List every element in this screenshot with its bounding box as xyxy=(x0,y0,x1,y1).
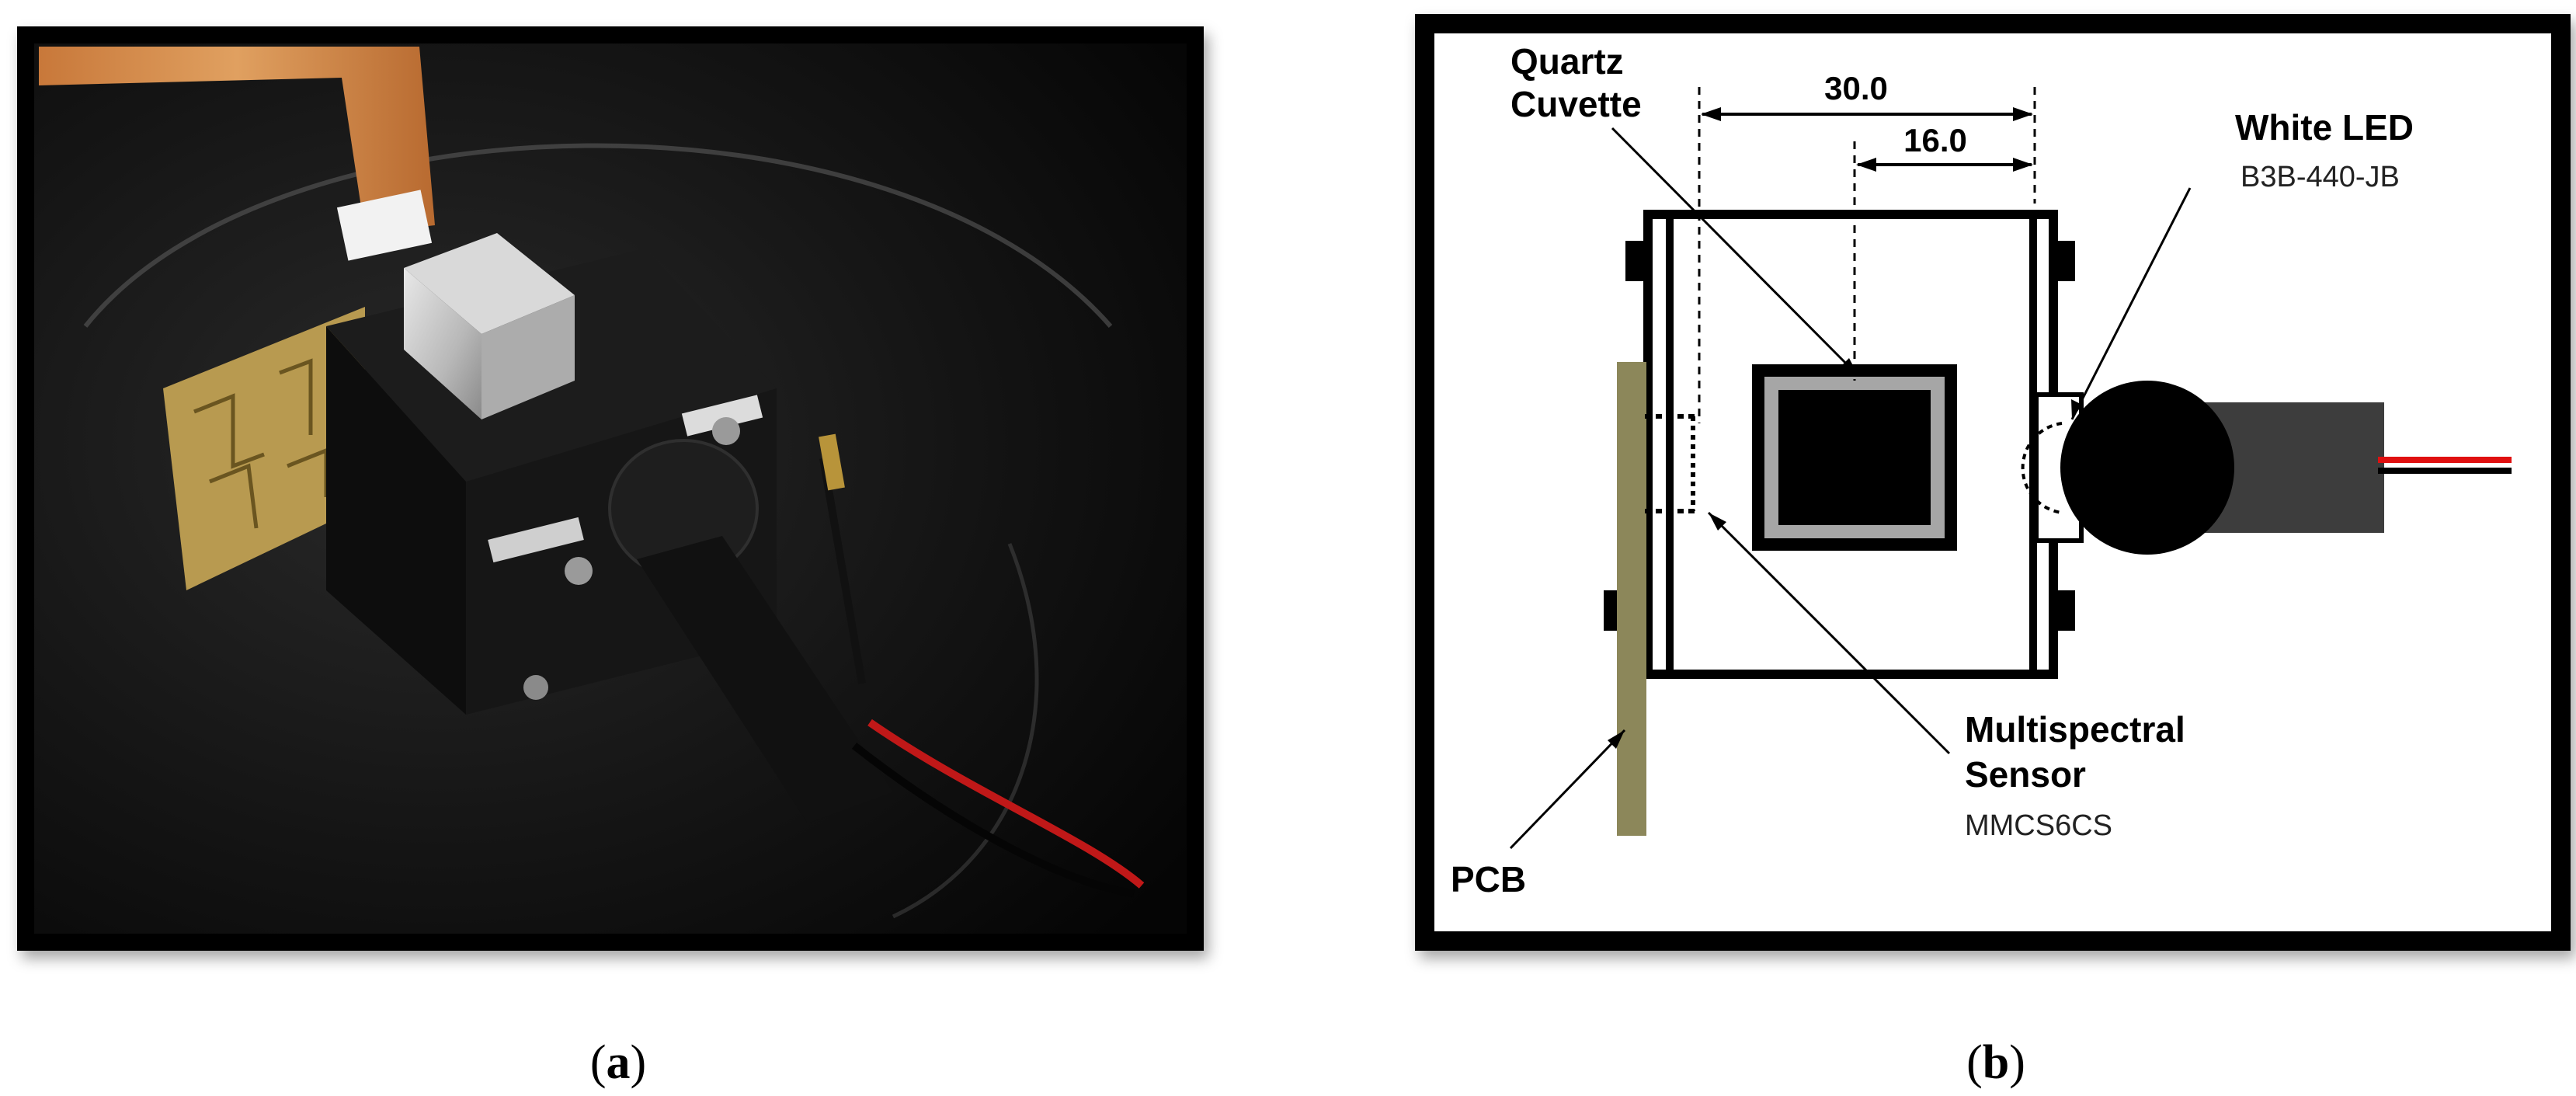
label-pcb: PCB xyxy=(1451,859,1526,899)
pcb-board xyxy=(1617,362,1646,836)
dish-rim-shadow xyxy=(892,543,1039,919)
wire-black xyxy=(851,743,1135,897)
leader-pcb-arrow xyxy=(1608,730,1625,749)
cuvette-right xyxy=(481,295,575,419)
panel-a-caption: (a) xyxy=(590,1036,646,1089)
cable-connector xyxy=(336,190,433,261)
leader-led-arrow xyxy=(2071,399,2082,419)
cuvette-top xyxy=(404,233,575,334)
panel-a-photo xyxy=(17,26,1204,951)
label-sensor-part: MMCS6CS xyxy=(1965,809,2112,842)
led-emitter-outline xyxy=(2021,422,2063,514)
housing-left-face xyxy=(326,326,466,715)
housing-metal-strip-1 xyxy=(681,395,763,437)
led-tube xyxy=(637,536,893,823)
dim-inner-arrow-left xyxy=(1856,158,1876,172)
panel-b-caption: (b) xyxy=(1966,1036,2025,1089)
label-dim-outer: 30.0 xyxy=(1824,70,1888,106)
label-cuvette-line1: Quartz xyxy=(1510,41,1624,82)
dish-rim-highlight xyxy=(83,143,1113,328)
label-cuvette-line2: Cuvette xyxy=(1510,84,1642,124)
wire-red xyxy=(867,718,1145,889)
label-led-part: B3B-440-JB xyxy=(2241,161,2400,193)
label-sensor-line2: Sensor xyxy=(1965,754,2086,795)
screw-2 xyxy=(565,557,593,585)
dim-outer-arrow-right xyxy=(2013,107,2033,121)
photo-pcb-board xyxy=(163,307,365,590)
cuvette-cavity xyxy=(1778,390,1931,525)
housing-clip-bottom-right xyxy=(2053,590,2075,631)
leader-sensor xyxy=(1707,511,1951,755)
leader-pcb xyxy=(1509,729,1626,850)
leader-led xyxy=(2070,187,2192,420)
leader-cuvette-arrow xyxy=(1841,358,1858,376)
leader-cuvette xyxy=(1611,127,1860,378)
screw-1 xyxy=(712,417,740,445)
label-sensor-line1: Multispectral xyxy=(1965,709,2185,750)
housing-clip-top-left xyxy=(1625,241,1649,281)
leader-sensor-arrow xyxy=(1709,513,1726,531)
label-dim-inner: 16.0 xyxy=(1903,122,1967,158)
panel-b-diagram: Quartz Cuvette 30.0 16.0 White LED B3B-4… xyxy=(1415,14,2571,951)
cuvette-left xyxy=(404,268,481,419)
led-lens xyxy=(2060,381,2234,555)
housing-metal-strip-2 xyxy=(488,517,584,563)
wire-lead xyxy=(819,458,866,684)
dim-inner-arrow-right xyxy=(2013,158,2033,172)
dim-outer-arrow-left xyxy=(1701,107,1721,121)
screw-3 xyxy=(523,675,548,700)
wire-pin xyxy=(819,433,845,491)
label-led-title: White LED xyxy=(2235,107,2414,148)
housing-clip-top-right xyxy=(2053,241,2075,281)
